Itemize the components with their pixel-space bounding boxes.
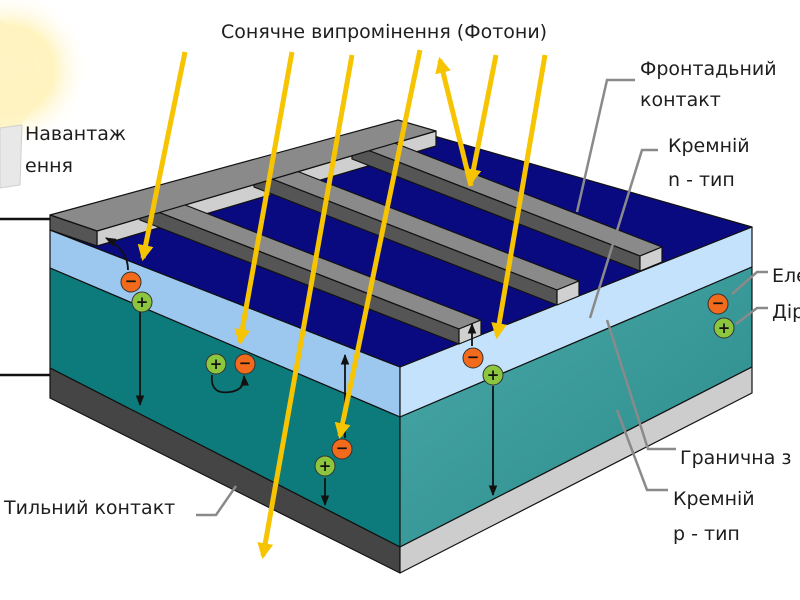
svg-text:+: +: [136, 293, 149, 311]
charge-pair: − +: [120, 271, 153, 313]
carrier-paths: [105, 237, 498, 507]
load-label: Навантаж: [25, 123, 126, 145]
charge-pair: + −: [205, 353, 256, 375]
svg-text:−: −: [125, 272, 138, 290]
electron-icon: [234, 353, 256, 375]
electron-icon: [462, 347, 484, 369]
electron-label: Еле: [772, 265, 800, 287]
photon-rays: [137, 49, 548, 560]
p-type-label: Кремній: [673, 488, 755, 510]
front-contact-busbar: [49, 119, 437, 247]
photon-arrow: [491, 54, 548, 340]
leader-lines: [196, 78, 768, 517]
svg-text:−: −: [467, 348, 480, 366]
electron-icon: [331, 438, 353, 460]
front-contact-label: контакт: [640, 89, 721, 111]
hole-label: Дір: [772, 301, 800, 323]
hole-icon: [205, 353, 227, 375]
svg-text:+: +: [319, 457, 332, 475]
hole-icon: [131, 291, 153, 313]
legend-charges: − +: [707, 293, 735, 339]
load-label: ення: [25, 155, 73, 177]
electron-icon: [707, 293, 729, 315]
photon-arrow: [257, 54, 355, 560]
svg-text:+: +: [210, 355, 223, 373]
hole-icon: [713, 317, 735, 339]
back-contact-right-face: [399, 366, 753, 574]
back-contact-label: Тильний контакт: [3, 497, 175, 519]
photon-arrow: [465, 54, 499, 186]
junction-label: Гранична з: [680, 447, 792, 469]
hole-icon: [314, 455, 336, 477]
hole-icon: [482, 364, 504, 386]
svg-text:+: +: [487, 366, 500, 384]
svg-text:+: +: [718, 319, 731, 337]
charge-pair: − +: [314, 438, 353, 477]
photon-arrow: [334, 49, 423, 440]
charge-pair: − +: [462, 347, 504, 386]
electron-icon: [120, 271, 142, 293]
photon-arrow: [137, 51, 188, 262]
photon-arrow: [234, 51, 295, 346]
n-type-label: n - тип: [668, 169, 735, 191]
n-type-label: Кремній: [668, 135, 750, 157]
p-type-label: р - тип: [673, 523, 740, 545]
reflected-photon-arrow: [435, 56, 474, 187]
title-label: Сонячне випромінення (Фотони): [221, 21, 547, 43]
svg-text:−: −: [712, 294, 725, 312]
lightbulb-icon: [0, 0, 90, 189]
front-contact-label: Фронтадьний: [640, 58, 777, 80]
svg-text:−: −: [239, 354, 252, 372]
svg-text:−: −: [336, 439, 349, 457]
